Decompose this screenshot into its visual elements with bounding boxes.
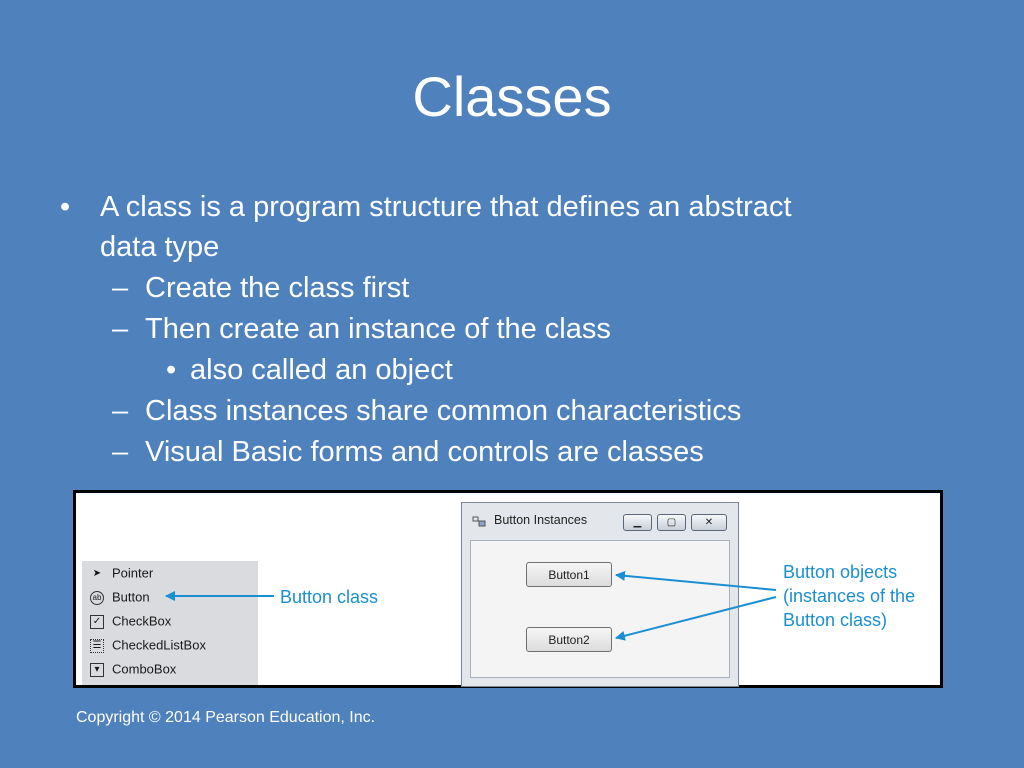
minimize-button[interactable]: ▁ xyxy=(623,514,652,531)
toolbox-item-checkbox[interactable]: ✓ CheckBox xyxy=(90,611,171,631)
bullet-l2: – Then create an instance of the class xyxy=(112,312,611,346)
button-control-icon: ab xyxy=(90,590,104,605)
button2-instance[interactable]: Button2 xyxy=(526,627,612,652)
button1-arrow xyxy=(615,570,777,591)
combobox-icon: ▾ xyxy=(90,662,104,677)
bullet-text: Create the class first xyxy=(145,272,410,304)
slide-title: Classes xyxy=(412,65,612,128)
copyright-footer: Copyright © 2014 Pearson Education, Inc. xyxy=(76,709,376,726)
bullet-l2: – Class instances share common character… xyxy=(112,394,742,428)
toolbox-item-checkedlistbox[interactable]: ☰ CheckedListBox xyxy=(90,635,206,655)
form-window: Button Instances ▁ ▢ ✕ Button1 Button2 xyxy=(461,502,739,687)
bullet-text: Class instances share common characteris… xyxy=(145,395,742,427)
toolbox-item-label: ComboBox xyxy=(112,661,177,677)
dash-marker: – xyxy=(112,436,129,468)
toolbox-item-button[interactable]: ab Button xyxy=(90,587,150,607)
button-objects-callout-line1: Button objects xyxy=(783,562,898,582)
form-window-title: Button Instances xyxy=(494,513,588,527)
bullet-l2: – Visual Basic forms and controls are cl… xyxy=(112,435,704,469)
checked-list-box-icon: ☰ xyxy=(90,638,104,653)
bullet-marker: • xyxy=(60,191,71,223)
callout-arrows xyxy=(165,570,777,641)
bullet-text: A class is a program structure that defi… xyxy=(100,191,792,223)
toolbox-item-label: CheckedListBox xyxy=(112,637,206,653)
bullet-l2: – Create the class first xyxy=(112,271,410,305)
bullet-l1-continuation: data type xyxy=(100,230,219,264)
bullet-text: Visual Basic forms and controls are clas… xyxy=(145,436,704,468)
dash-marker: – xyxy=(112,313,129,345)
bullet-text: data type xyxy=(100,231,220,263)
dash-marker: – xyxy=(112,272,129,304)
button1-instance[interactable]: Button1 xyxy=(526,562,612,587)
bullet-text: also called an object xyxy=(190,354,453,386)
toolbox-panel: ➤ Pointer ab Button ✓ CheckBox ☰ CheckedList… xyxy=(82,561,258,685)
button-objects-callout-line2: (instances of the xyxy=(783,586,916,606)
button-class-callout: Button class xyxy=(280,587,379,607)
class-instance-figure: ➤ Pointer ab Button ✓ CheckBox ☰ CheckedList… xyxy=(73,490,943,688)
pointer-arrow-icon: ➤ xyxy=(92,567,102,579)
form-client-area: Button1 Button2 xyxy=(470,540,730,678)
toolbox-item-label: CheckBox xyxy=(112,613,172,629)
form-window-icon xyxy=(472,514,486,528)
toolbox-item-pointer[interactable]: ➤ Pointer xyxy=(90,563,153,583)
toolbox-item-label: Pointer xyxy=(112,565,154,581)
close-button[interactable]: ✕ xyxy=(691,514,727,531)
button-objects-callout-line3: Button class) xyxy=(783,610,888,630)
button2-arrow xyxy=(615,596,777,641)
bullet-text: Then create an instance of the class xyxy=(145,313,611,345)
toolbox-item-combobox[interactable]: ▾ ComboBox xyxy=(90,659,176,679)
bullet-marker: • xyxy=(166,354,177,386)
bullet-l1: • A class is a program structure that de… xyxy=(60,190,792,224)
dash-marker: – xyxy=(112,395,129,427)
toolbox-item-label: Button xyxy=(112,589,150,605)
bullet-l3: • also called an object xyxy=(166,353,453,387)
maximize-button[interactable]: ▢ xyxy=(657,514,686,531)
checkbox-icon: ✓ xyxy=(90,614,104,629)
